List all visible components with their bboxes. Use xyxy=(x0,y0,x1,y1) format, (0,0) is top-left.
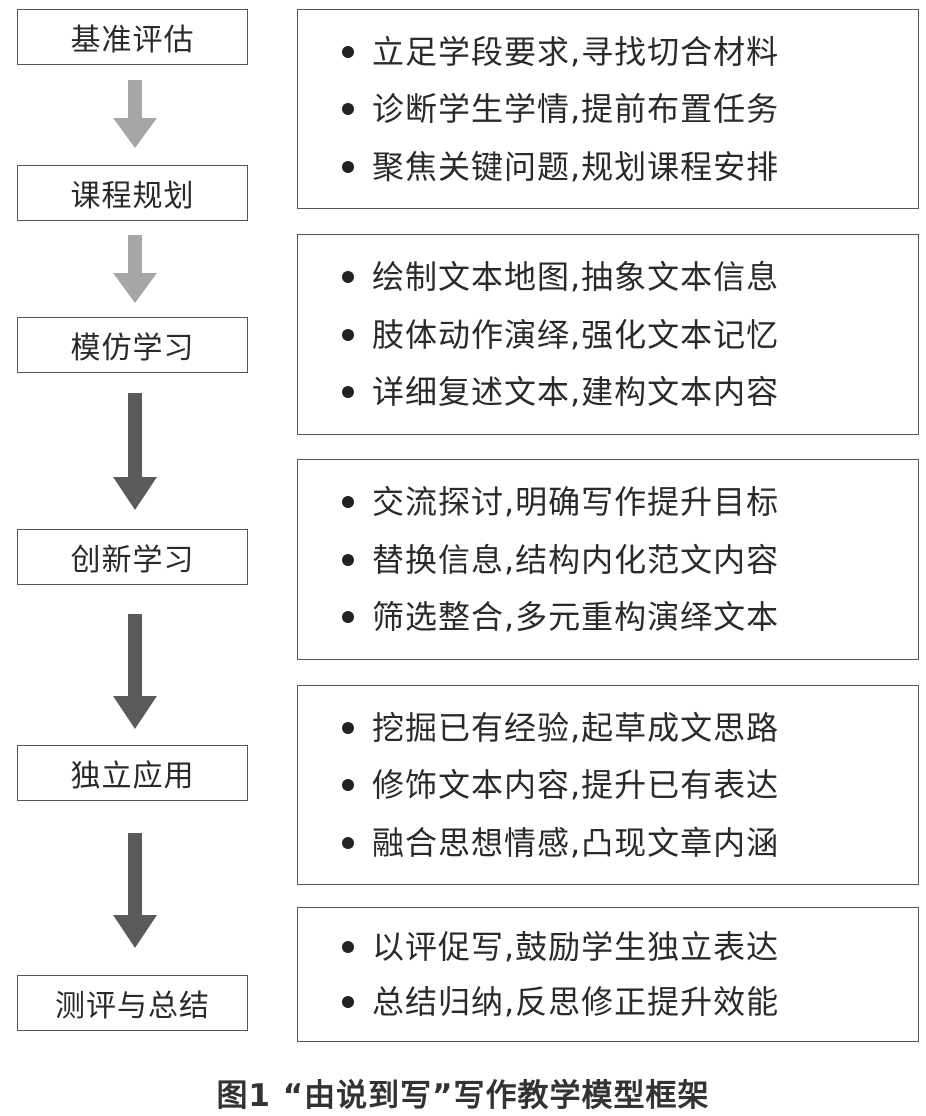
bullet-icon xyxy=(342,495,354,508)
detail-box-4: 挖掘已有经验,起草成文思路 修饰文本内容,提升已有表达 融合思想情感,凸现文章内… xyxy=(297,685,919,885)
bullet-icon xyxy=(342,328,354,341)
detail-item: 绘制文本地图,抽象文本信息 xyxy=(342,261,918,293)
stage-label-6: 测评与总结 xyxy=(55,989,210,1024)
detail-box-3: 交流探讨,明确写作提升目标 替换信息,结构内化范文内容 筛选整合,多元重构演绎文… xyxy=(297,459,919,660)
stage-box-1: 基准评估 xyxy=(17,9,248,65)
detail-item: 挖掘已有经验,起草成文思路 xyxy=(342,712,918,744)
detail-item: 立足学段要求,寻找切合材料 xyxy=(342,36,918,68)
bullet-icon xyxy=(342,721,354,734)
stage-box-6: 测评与总结 xyxy=(17,975,248,1031)
detail-item: 修饰文本内容,提升已有表达 xyxy=(342,769,918,801)
detail-item: 替换信息,结构内化范文内容 xyxy=(342,544,918,576)
arrow-down-1 xyxy=(113,80,157,148)
stage-label-3: 模仿学习 xyxy=(70,331,195,366)
detail-box-2: 绘制文本地图,抽象文本信息 肢体动作演绎,强化文本记忆 详细复述文本,建构文本内… xyxy=(297,234,919,435)
bullet-icon xyxy=(342,996,354,1008)
stage-label-5: 独立应用 xyxy=(70,759,195,794)
detail-item: 以评促写,鼓励学生独立表达 xyxy=(342,931,918,963)
bullet-icon xyxy=(342,45,354,58)
bullet-icon xyxy=(342,386,354,399)
detail-item: 总结归纳,反思修正提升效能 xyxy=(342,986,918,1018)
arrow-down-4 xyxy=(113,614,157,729)
detail-item: 融合思想情感,凸现文章内涵 xyxy=(342,827,918,859)
bullet-icon xyxy=(342,779,354,791)
stage-label-4: 创新学习 xyxy=(70,543,195,578)
detail-item: 筛选整合,多元重构演绎文本 xyxy=(342,601,918,633)
detail-item: 诊断学生学情,提前布置任务 xyxy=(342,93,918,125)
stage-label-1: 基准评估 xyxy=(70,23,195,58)
detail-item: 肢体动作演绎,强化文本记忆 xyxy=(342,319,918,351)
stage-label-2: 课程规划 xyxy=(70,179,195,214)
detail-item: 交流探讨,明确写作提升目标 xyxy=(342,486,918,518)
bullet-icon xyxy=(342,941,354,953)
arrow-down-3 xyxy=(113,393,157,510)
bullet-icon xyxy=(342,160,354,173)
detail-item: 聚焦关键问题,规划课程安排 xyxy=(342,151,918,183)
arrow-down-2 xyxy=(113,235,157,303)
figure-caption: 图1 “由说到写”写作教学模型框架 xyxy=(216,1078,710,1114)
arrow-down-5 xyxy=(113,833,157,948)
bullet-icon xyxy=(342,103,354,115)
detail-box-5: 以评促写,鼓励学生独立表达 总结归纳,反思修正提升效能 xyxy=(297,907,919,1042)
stage-box-4: 创新学习 xyxy=(17,529,248,585)
bullet-icon xyxy=(342,553,354,566)
detail-item: 详细复述文本,建构文本内容 xyxy=(342,376,918,408)
bullet-icon xyxy=(342,836,354,849)
stage-box-5: 独立应用 xyxy=(17,745,248,801)
stage-box-3: 模仿学习 xyxy=(17,317,248,373)
detail-box-1: 立足学段要求,寻找切合材料 诊断学生学情,提前布置任务 聚焦关键问题,规划课程安… xyxy=(297,9,919,209)
bullet-icon xyxy=(342,611,354,624)
bullet-icon xyxy=(342,270,354,283)
stage-box-2: 课程规划 xyxy=(17,165,248,221)
